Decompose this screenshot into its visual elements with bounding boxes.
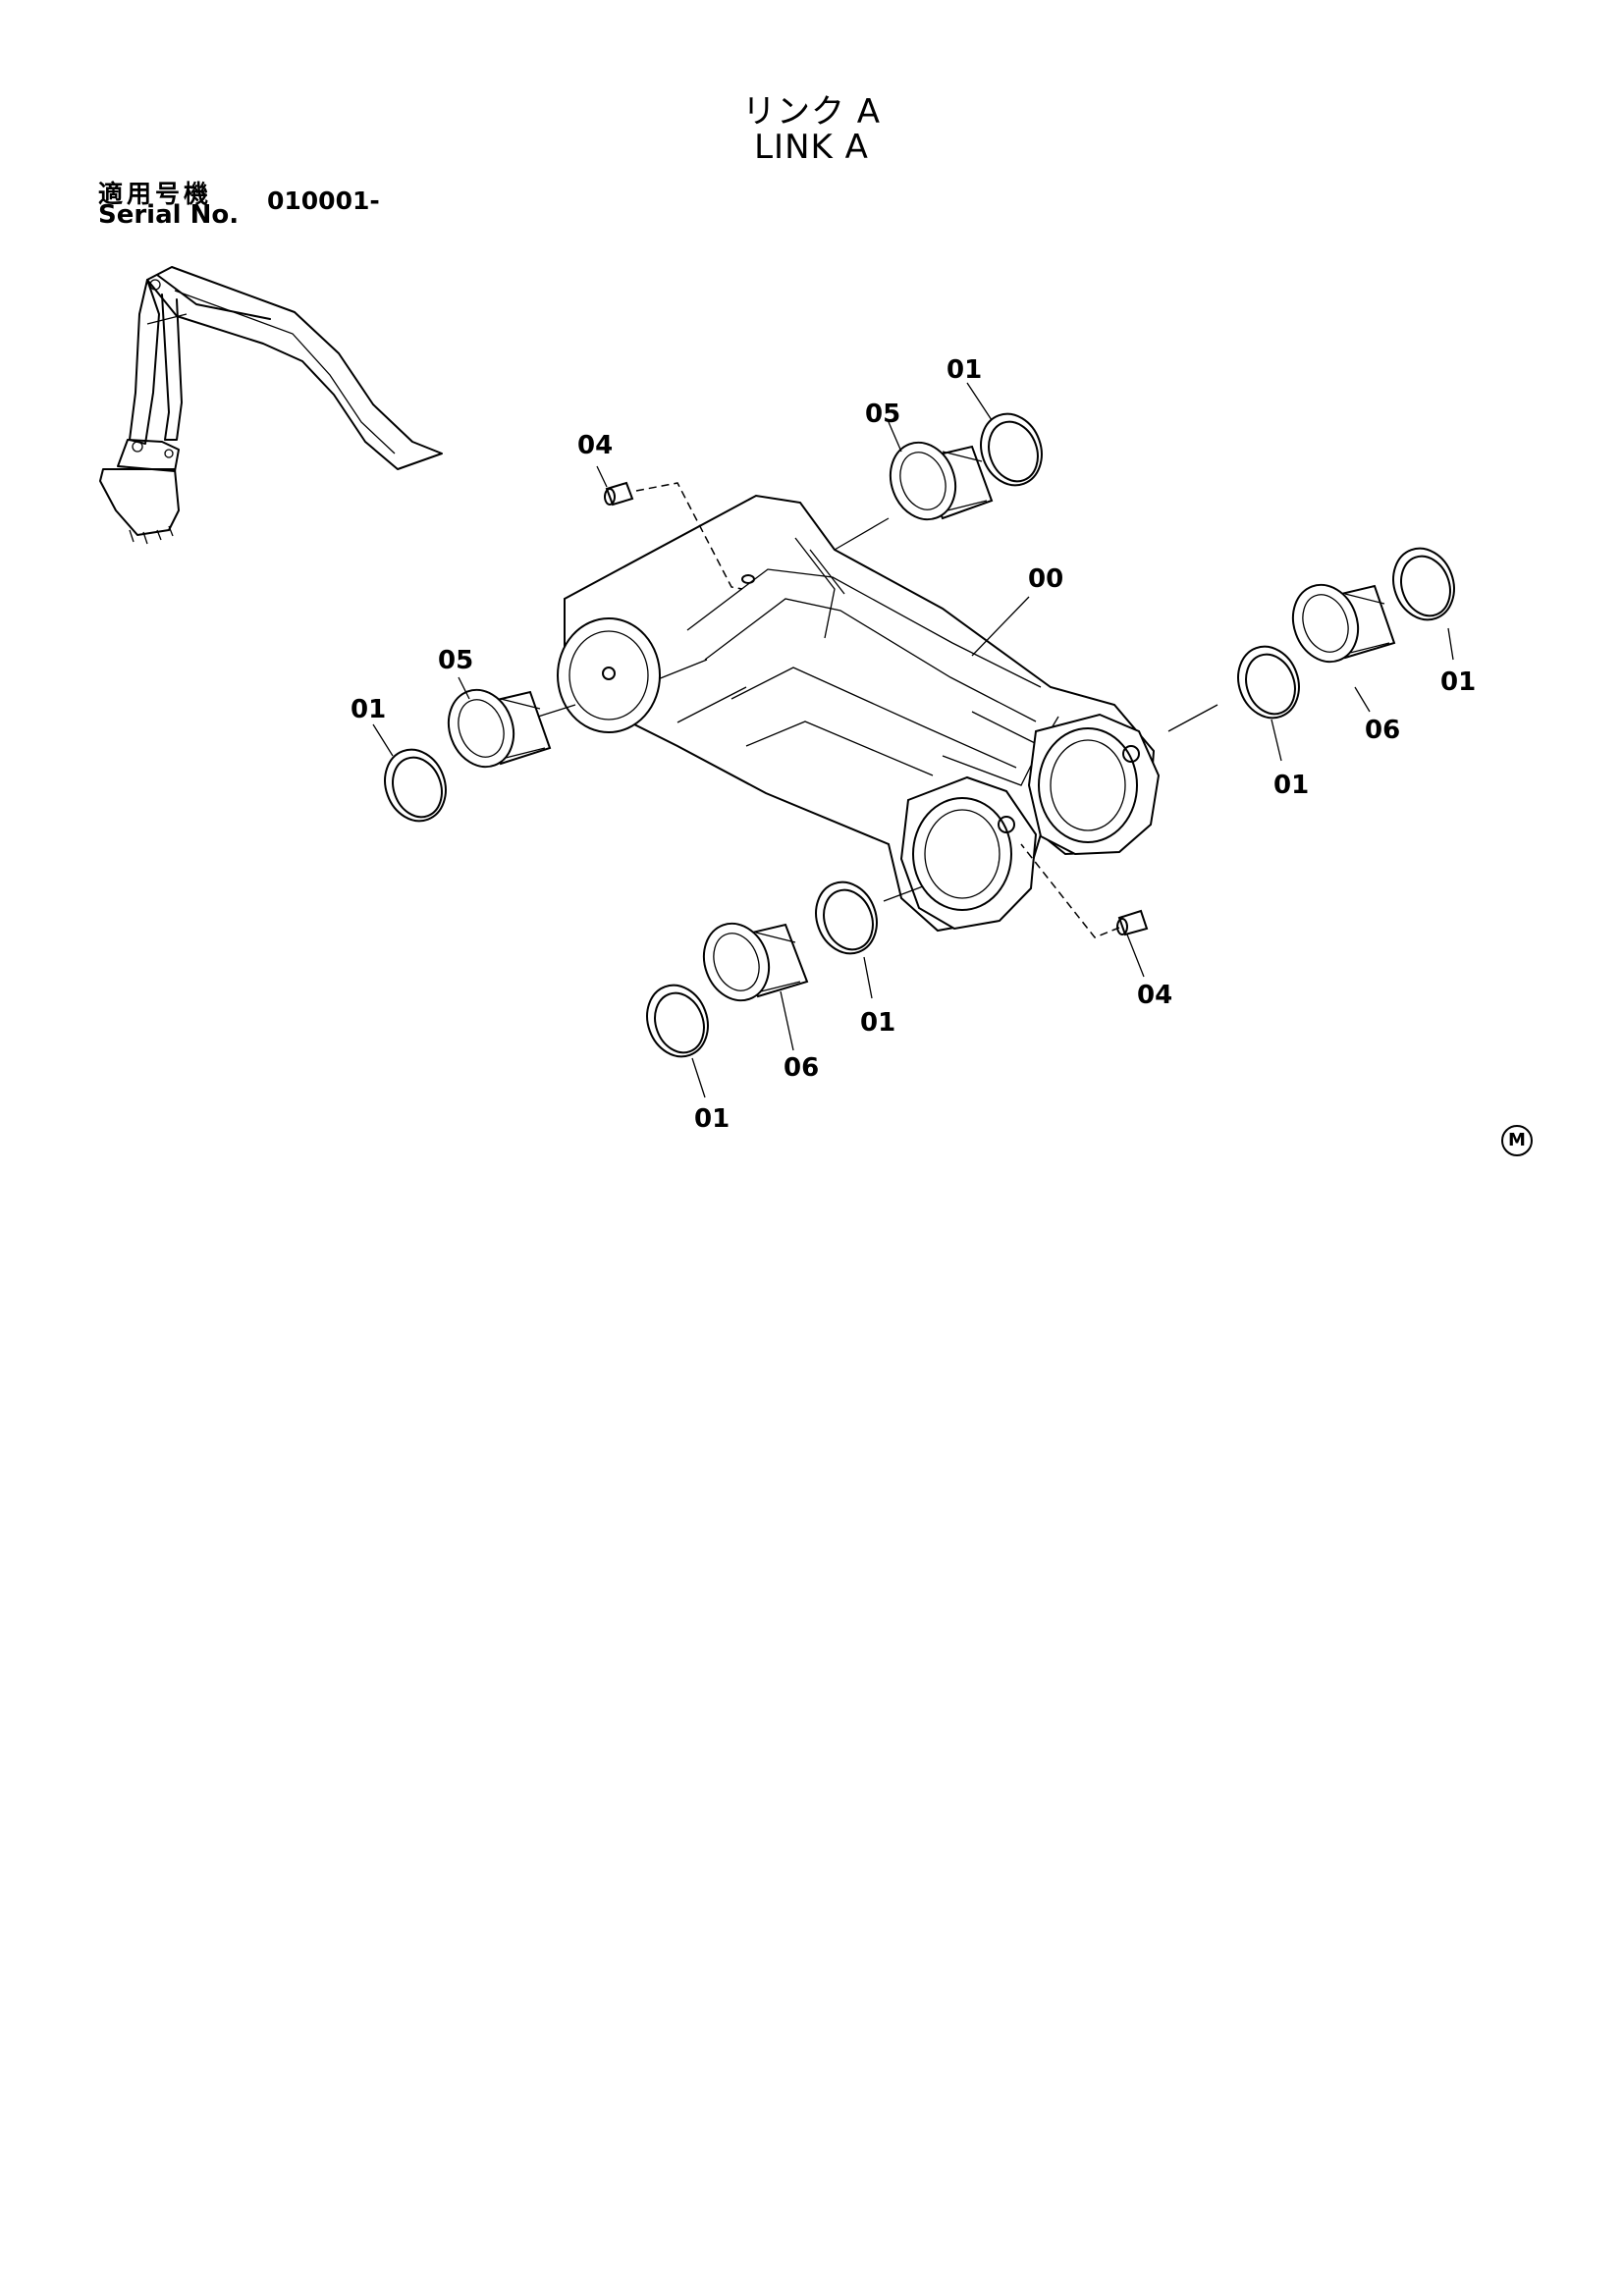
part-label-04-b: 04 <box>1137 981 1172 1010</box>
excavator-arm-icon <box>99 266 443 545</box>
part-label-06-b: 06 <box>784 1053 819 1083</box>
part-label-06-a: 06 <box>1365 716 1400 745</box>
bushing-icon <box>447 441 1396 1002</box>
part-number-labels: 00 01 01 01 01 01 01 04 04 05 05 06 06 <box>351 355 1476 1134</box>
part-label-05-a: 05 <box>865 400 900 429</box>
part-label-01-a: 01 <box>947 355 982 385</box>
page-title-japanese: リンク A <box>741 92 882 132</box>
link-assembly-icon <box>557 494 1161 933</box>
serial-label-japanese: 適用号機 <box>98 180 213 208</box>
part-label-01-b: 01 <box>351 695 386 724</box>
serial-number-value: 010001- <box>267 187 380 215</box>
part-label-01-f: 01 <box>694 1104 730 1134</box>
part-label-04-a: 04 <box>577 431 613 460</box>
serial-label-english: Serial No. <box>98 200 240 230</box>
assembly-guide-lines <box>372 382 1454 1098</box>
part-label-05-b: 05 <box>438 646 473 675</box>
part-label-01-e: 01 <box>860 1008 895 1038</box>
page-title-english: LINK A <box>754 128 869 167</box>
part-label-01-c: 01 <box>1440 667 1476 697</box>
manufacturer-mark: M <box>1501 1125 1533 1156</box>
part-label-01-d: 01 <box>1273 771 1309 800</box>
grease-fitting-icon <box>604 481 1149 936</box>
part-label-00: 00 <box>1028 564 1063 594</box>
seal-ring-icon <box>384 412 1455 1058</box>
